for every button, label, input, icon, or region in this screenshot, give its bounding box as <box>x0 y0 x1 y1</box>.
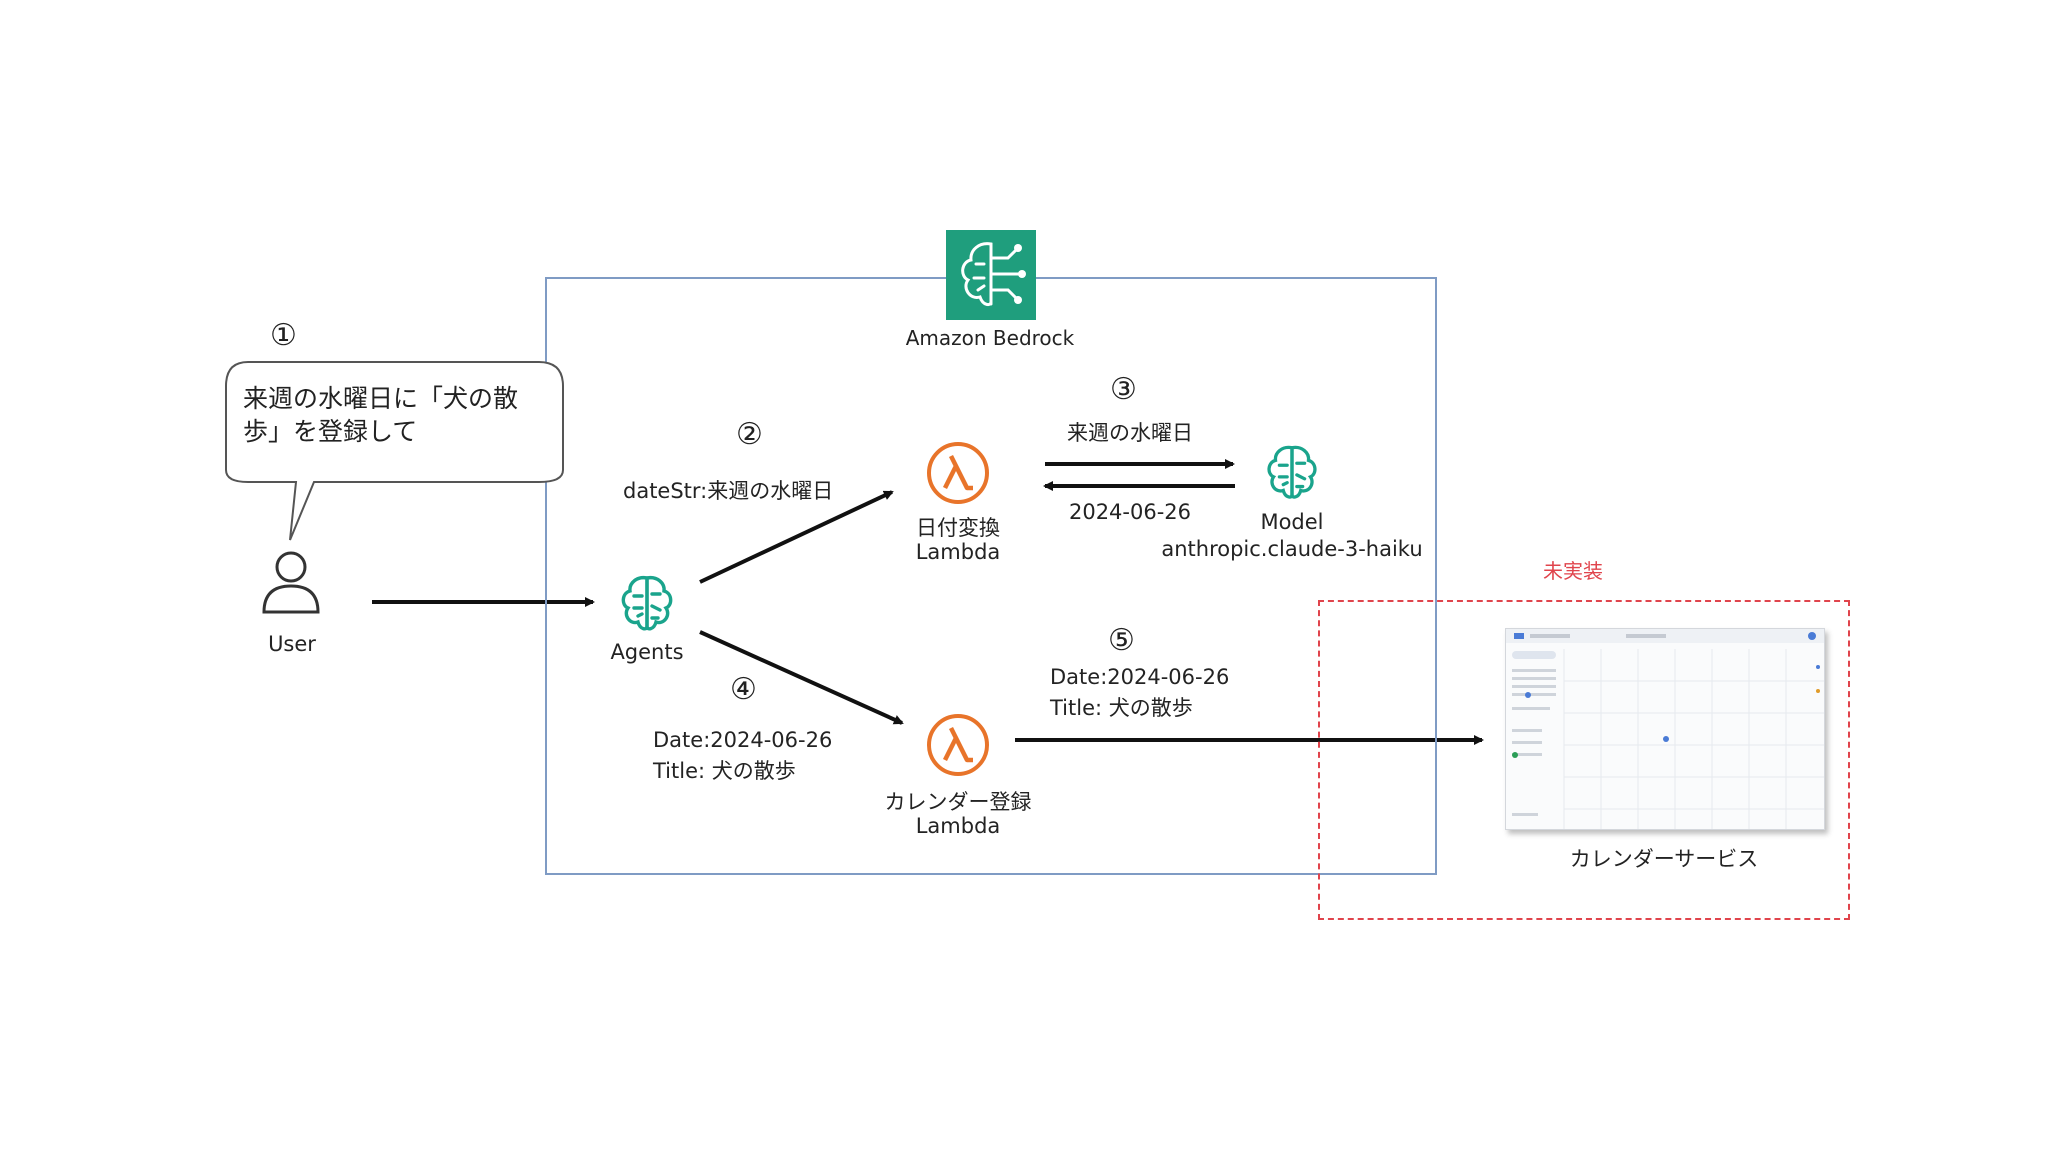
arrow-agents-to-calendar-lambda <box>699 630 904 725</box>
agents-brain-icon <box>621 575 673 631</box>
step-3-response-label: 2024-06-26 <box>1068 500 1192 524</box>
step-4-title-label: Title: 犬の散歩 <box>653 759 796 783</box>
speech-bubble <box>225 361 564 541</box>
user-label: User <box>268 632 316 656</box>
calendar-lambda-label-1: カレンダー登録 <box>884 790 1032 814</box>
model-id-label: anthropic.claude-3-haiku <box>1161 537 1423 561</box>
user-request-line-2: 歩」を登録して <box>243 417 418 446</box>
step-4-date-label: Date:2024-06-26 <box>653 728 833 752</box>
model-brain-icon <box>1267 445 1317 499</box>
user-request-text: 来週の水曜日に「犬の散 歩」を登録して <box>243 382 518 448</box>
model-label: Model <box>1260 510 1324 534</box>
step-5-marker: ⑤ <box>1108 623 1135 658</box>
date-lambda-label-2: Lambda <box>915 540 1001 564</box>
calendar-service-thumbnail <box>1505 628 1825 830</box>
calendar-lambda-label-2: Lambda <box>915 814 1001 838</box>
step-3-request-label: 来週の水曜日 <box>1067 421 1193 445</box>
step-5-title-label: Title: 犬の散歩 <box>1050 696 1193 720</box>
step-2-marker: ② <box>736 417 763 452</box>
calendar-service-label: カレンダーサービス <box>1569 847 1759 871</box>
step-2-param-label: dateStr:来週の水曜日 <box>623 479 834 503</box>
unimplemented-label: 未実装 <box>1543 559 1603 583</box>
agents-label: Agents <box>610 640 684 664</box>
step-4-marker: ④ <box>730 672 757 707</box>
step-1-marker: ① <box>270 318 297 353</box>
bedrock-brain-icon <box>946 230 1036 320</box>
date-lambda-label-1: 日付変換 <box>916 516 1000 540</box>
calendar-lambda-icon <box>927 714 989 776</box>
arrow-agents-to-date-lambda <box>699 490 894 584</box>
date-lambda-icon <box>927 442 989 504</box>
unimplemented-boundary <box>1318 600 1850 920</box>
user-request-line-1: 来週の水曜日に「犬の散 <box>243 384 519 413</box>
step-3-marker: ③ <box>1110 372 1137 407</box>
bedrock-label: Amazon Bedrock <box>905 326 1075 350</box>
user-icon <box>262 551 320 614</box>
step-5-date-label: Date:2024-06-26 <box>1050 665 1230 689</box>
